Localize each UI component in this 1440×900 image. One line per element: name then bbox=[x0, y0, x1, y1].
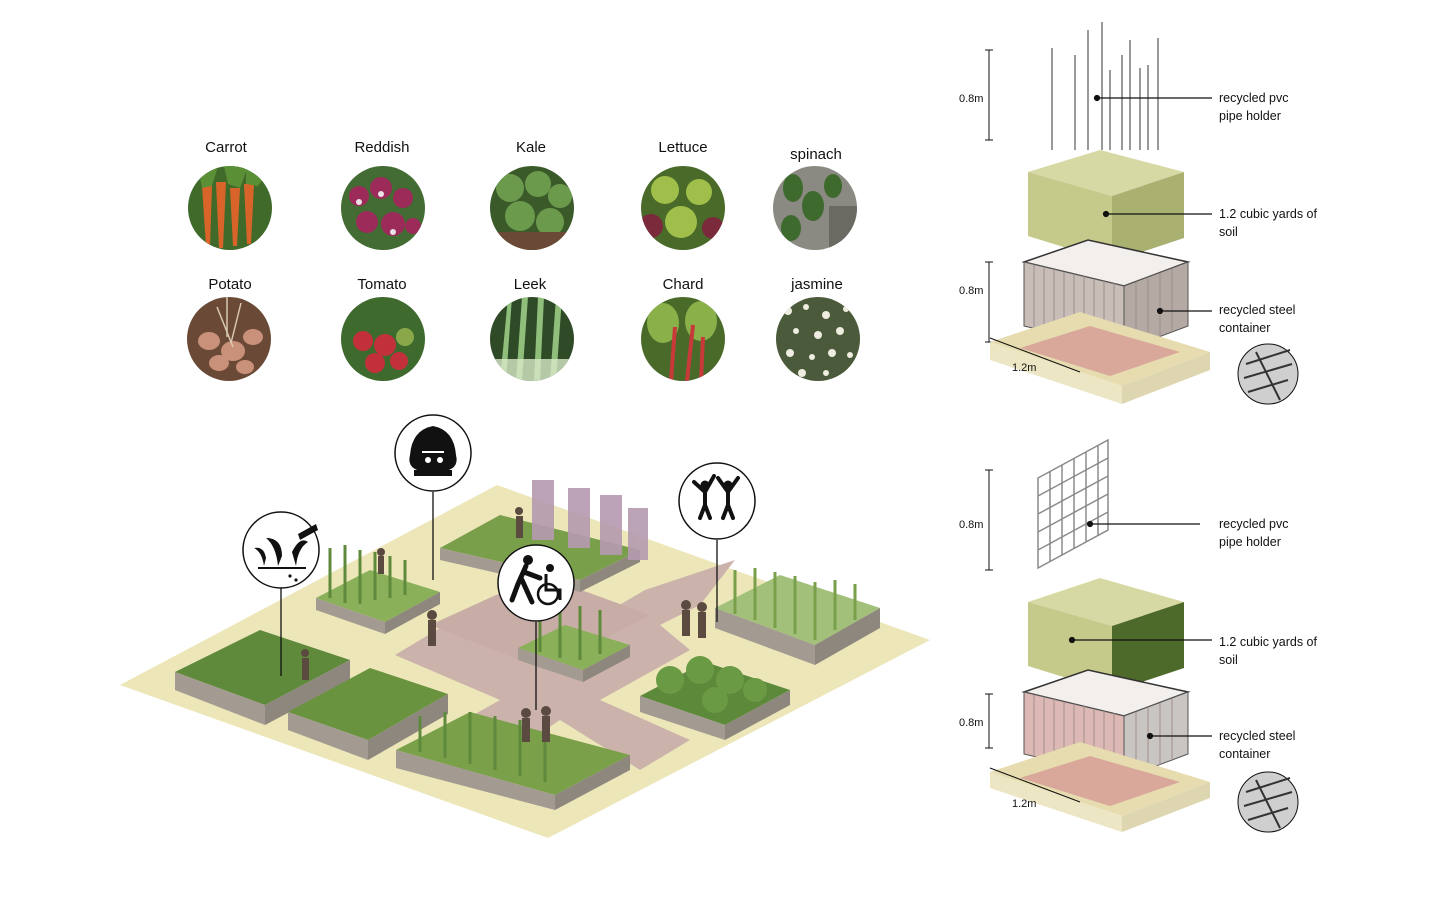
dim-top-upper: 0.8m bbox=[959, 93, 984, 105]
module-top bbox=[985, 22, 1299, 405]
dim-top-base: 1.2m bbox=[1012, 362, 1037, 374]
dim-bottom-base: 1.2m bbox=[1012, 798, 1037, 810]
label-bottom-soil: 1.2 cubic yards of soil bbox=[1219, 635, 1317, 667]
label-top-container: recycled steel container bbox=[1219, 303, 1296, 335]
planter-bed-2 bbox=[288, 668, 448, 760]
crop-label-leek: Leek bbox=[513, 276, 547, 293]
container-corrugation bbox=[1033, 265, 1173, 348]
crop-label-lettuce: Lettuce bbox=[658, 139, 708, 156]
planter-bed-6 bbox=[640, 656, 790, 740]
crop-label-spinach: spinach bbox=[790, 146, 842, 163]
crop-label-tomato: Tomato bbox=[357, 276, 407, 293]
celebration-icon bbox=[678, 462, 756, 540]
crop-label-reddish: Reddish bbox=[354, 139, 410, 156]
crop-photo-tomato bbox=[341, 297, 425, 381]
planter-bed-8 bbox=[396, 712, 630, 810]
label-top-pipe-holder: recycled pvc pipe holder bbox=[1219, 91, 1289, 123]
crop-photo-carrot bbox=[188, 166, 272, 250]
garden-visitors bbox=[301, 507, 707, 742]
planter-bed-7 bbox=[518, 604, 630, 682]
crop-photo-leek bbox=[490, 297, 574, 381]
planting-icon bbox=[242, 511, 320, 589]
crop-label-potato: Potato bbox=[208, 276, 252, 293]
label-top-soil: 1.2 cubic yards of soil bbox=[1219, 207, 1317, 239]
dim-bottom-upper: 0.8m bbox=[959, 519, 984, 531]
exploded-planter-modules bbox=[985, 22, 1299, 833]
dim-bottom-lower: 0.8m bbox=[959, 717, 984, 729]
icon-callout-lines bbox=[280, 492, 718, 710]
community-tree-icon bbox=[394, 414, 472, 492]
crop-label-jasmine: jasmine bbox=[791, 276, 843, 293]
planter-bed-3 bbox=[316, 545, 440, 634]
isometric-garden-plan bbox=[120, 414, 930, 838]
crop-photo-reddish bbox=[341, 166, 425, 250]
crop-photo-jasmine bbox=[776, 297, 860, 381]
planter-bed-5 bbox=[715, 568, 880, 665]
label-bottom-container: recycled steel container bbox=[1219, 729, 1296, 761]
module-top-leaders bbox=[1093, 94, 1212, 315]
module-bottom bbox=[985, 438, 1299, 833]
label-bottom-pipe-holder: recycled pvc pipe holder bbox=[1219, 517, 1289, 549]
crop-photo-lettuce bbox=[641, 166, 725, 250]
crop-photo-potato bbox=[187, 297, 271, 381]
steel-texture-detail-icon-2 bbox=[1237, 771, 1299, 833]
crop-label-kale: Kale bbox=[515, 139, 547, 156]
crop-label-chard: Chard bbox=[662, 276, 704, 293]
pvc-grid-trellis bbox=[1037, 438, 1109, 570]
planter-bed-1 bbox=[175, 630, 350, 725]
crop-photo-chard bbox=[641, 297, 725, 381]
pvc-pipe-rods bbox=[1051, 22, 1159, 150]
accessibility-icon bbox=[497, 544, 575, 622]
crop-label-carrot: Carrot bbox=[205, 139, 247, 156]
steel-texture-detail-icon bbox=[1237, 343, 1299, 405]
dim-top-lower: 0.8m bbox=[959, 285, 984, 297]
